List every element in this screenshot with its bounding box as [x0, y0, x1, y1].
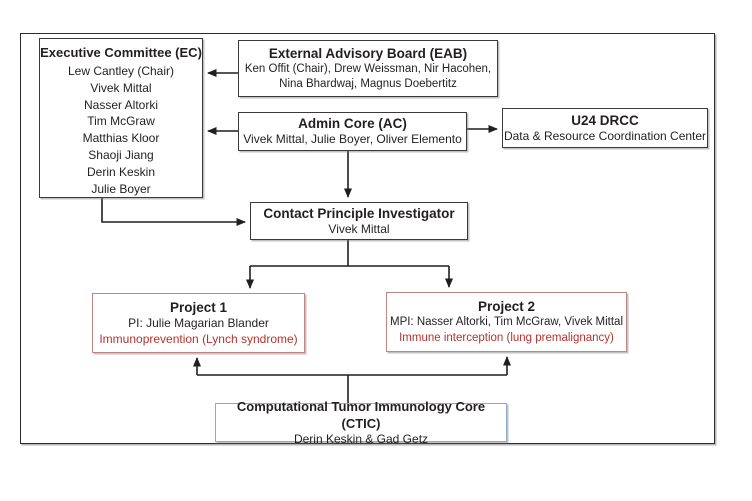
u24-drcc-title: U24 DRCC: [571, 112, 639, 128]
ec-member: Julie Boyer: [91, 181, 151, 196]
ec-member: Vivek Mittal: [90, 80, 152, 95]
project2-box: Project 2 MPI: Nasser Altorki, Tim McGra…: [386, 292, 627, 352]
project1-box: Project 1 PI: Julie Magarian Blander Imm…: [92, 293, 305, 353]
executive-committee-title: Executive Committee (EC): [40, 45, 202, 60]
u24-drcc-box: U24 DRCC Data & Resource Coordination Ce…: [502, 108, 708, 148]
contact-pi-title: Contact Principle Investigator: [263, 205, 455, 221]
eab-members-line1: Ken Offit (Chair), Drew Weissman, Nir Ha…: [244, 63, 492, 75]
ec-member: Matthias Kloor: [82, 131, 160, 146]
ctic-members: Derin Keskin & Gad Getz: [293, 431, 429, 446]
ec-member: Derin Keskin: [86, 164, 156, 179]
project1-title: Project 1: [169, 300, 228, 315]
admin-core-box: Admin Core (AC) Vivek Mittal, Julie Boye…: [238, 112, 467, 151]
ec-member: Lew Cantley (Chair): [67, 64, 175, 78]
project1-focus: Immunoprevention (Lynch syndrome): [99, 331, 298, 346]
contact-pi-box: Contact Principle Investigator Vivek Mit…: [250, 202, 468, 240]
admin-core-title: Admin Core (AC): [298, 116, 407, 132]
outer-frame: [20, 33, 715, 444]
project2-title: Project 2: [477, 299, 536, 314]
ec-member: Shaoji Jiang: [88, 147, 154, 162]
admin-core-members: Vivek Mittal, Julie Boyer, Oliver Elemen…: [243, 132, 462, 147]
project2-pi: MPI: Nasser Altorki, Tim McGraw, Vivek M…: [389, 316, 624, 328]
eab-title: External Advisory Board (EAB): [268, 46, 468, 61]
ec-member: Nasser Altorki: [83, 97, 159, 112]
ctic-title: Computational Tumor Immunology Core (CTI…: [236, 398, 486, 431]
project2-focus: Immune interception (lung premalignancy): [399, 331, 614, 344]
executive-committee-box: Executive Committee (EC) Lew Cantley (Ch…: [39, 38, 203, 198]
u24-drcc-subtitle: Data & Resource Coordination Center: [503, 128, 707, 143]
eab-members-line2: Nina Bhardwaj, Magnus Doebertitz: [279, 78, 457, 90]
ec-member: Tim McGraw: [87, 114, 155, 129]
external-advisory-board-box: External Advisory Board (EAB) Ken Offit …: [238, 40, 498, 97]
contact-pi-name: Vivek Mittal: [328, 221, 390, 236]
project1-pi: PI: Julie Magarian Blander: [128, 316, 269, 330]
ctic-box: Computational Tumor Immunology Core (CTI…: [215, 399, 507, 446]
